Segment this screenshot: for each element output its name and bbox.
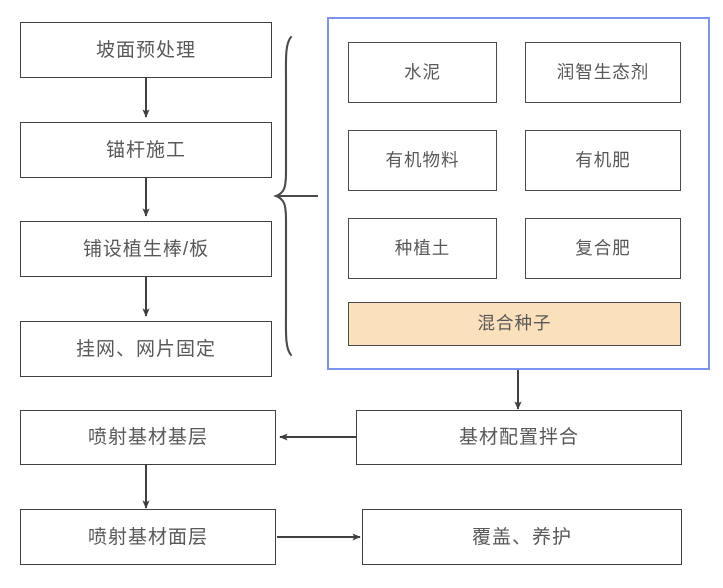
material-planting-soil-label: 种植土 bbox=[394, 237, 451, 258]
material-organic-material-label: 有机物料 bbox=[385, 149, 460, 170]
material-mixed-seed-label: 混合种子 bbox=[477, 313, 552, 334]
material-compound-fertilizer[interactable]: 复合肥 bbox=[525, 218, 681, 279]
step-slope-pretreatment-label: 坡面预处理 bbox=[95, 39, 196, 61]
step-anchor-construction[interactable]: 锚杆施工 bbox=[20, 122, 272, 178]
step-lay-planting-rod[interactable]: 铺设植生棒/板 bbox=[20, 221, 272, 277]
step-hang-net-fix[interactable]: 挂网、网片固定 bbox=[20, 321, 272, 377]
material-organic-material[interactable]: 有机物料 bbox=[348, 130, 497, 191]
step-spray-surface-layer[interactable]: 喷射基材面层 bbox=[20, 509, 276, 565]
step-spray-base-layer[interactable]: 喷射基材基层 bbox=[20, 410, 276, 465]
material-organic-fertilizer-label: 有机肥 bbox=[575, 149, 631, 170]
step-spray-base-layer-label: 喷射基材基层 bbox=[87, 427, 208, 448]
step-lay-planting-rod-label: 铺设植生棒/板 bbox=[82, 238, 210, 260]
material-runzhi-eco-agent[interactable]: 润智生态剂 bbox=[525, 42, 681, 103]
step-cover-maintenance-label: 覆盖、养护 bbox=[471, 526, 572, 548]
step-slope-pretreatment[interactable]: 坡面预处理 bbox=[20, 22, 272, 78]
step-hang-net-fix-label: 挂网、网片固定 bbox=[75, 338, 216, 360]
step-substrate-mixing[interactable]: 基材配置拌合 bbox=[356, 410, 682, 465]
step-anchor-construction-label: 锚杆施工 bbox=[105, 139, 186, 161]
material-cement[interactable]: 水泥 bbox=[348, 42, 497, 103]
material-mixed-seed[interactable]: 混合种子 bbox=[348, 302, 681, 346]
material-planting-soil[interactable]: 种植土 bbox=[348, 218, 497, 279]
step-spray-surface-layer-label: 喷射基材面层 bbox=[87, 526, 208, 548]
material-cement-label: 水泥 bbox=[404, 61, 441, 82]
step-cover-maintenance[interactable]: 覆盖、养护 bbox=[362, 509, 682, 565]
material-compound-fertilizer-label: 复合肥 bbox=[575, 237, 631, 258]
material-organic-fertilizer[interactable]: 有机肥 bbox=[525, 130, 681, 191]
step-substrate-mixing-label: 基材配置拌合 bbox=[458, 427, 579, 448]
material-runzhi-eco-agent-label: 润智生态剂 bbox=[556, 61, 650, 82]
